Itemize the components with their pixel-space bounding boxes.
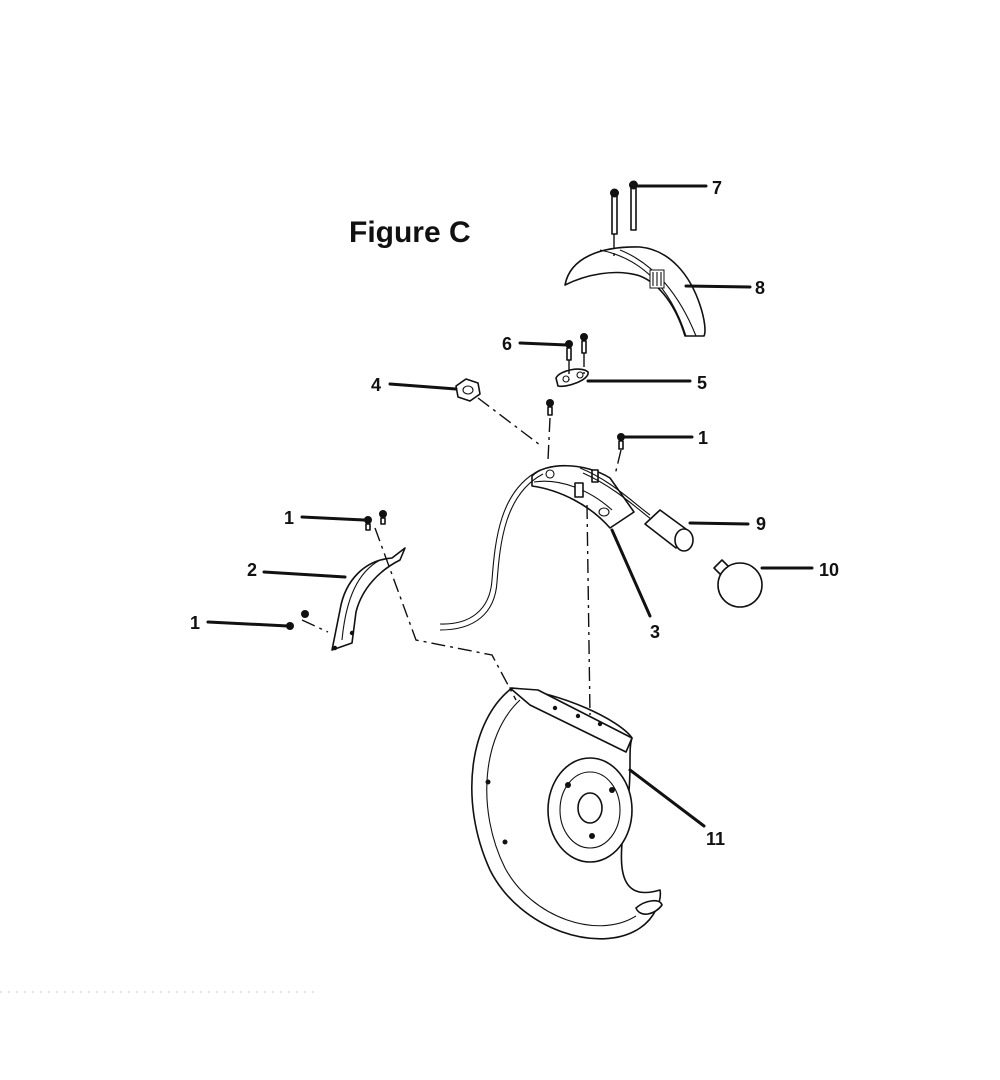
part-8-fender-cap <box>564 246 706 337</box>
part-7-bolts <box>610 180 638 235</box>
part-11-wheel-cover <box>471 687 663 940</box>
callout-3: 3 <box>650 622 660 642</box>
leader-lines <box>206 184 814 828</box>
part-10-bulb <box>713 559 763 608</box>
part-5-plate <box>555 368 589 388</box>
part-1-screws-left <box>286 510 387 630</box>
callout-1: 1 <box>284 508 294 528</box>
callout-10: 10 <box>819 560 839 580</box>
callout-7: 7 <box>712 178 722 198</box>
part-2-curved-shield <box>331 547 406 651</box>
callout-6: 6 <box>502 334 512 354</box>
callout-8: 8 <box>755 278 765 298</box>
callout-5: 5 <box>697 373 707 393</box>
callout-9: 9 <box>756 514 766 534</box>
part-4-hex-nut <box>455 378 481 402</box>
figure-title: Figure C <box>349 216 471 249</box>
callout-11: 11 <box>706 829 725 849</box>
callout-1: 1 <box>190 613 200 633</box>
part-3-lamp-bracket <box>439 464 653 631</box>
callout-labels: 7 8 6 5 4 1 9 1 2 10 1 3 11 <box>190 178 839 849</box>
part-9-lamp-socket <box>644 509 694 552</box>
part-1-screws-upper <box>546 399 625 450</box>
callout-2: 2 <box>247 560 257 580</box>
callout-1: 1 <box>698 428 708 448</box>
alignment-lines <box>301 234 622 716</box>
callout-4: 4 <box>371 375 381 395</box>
